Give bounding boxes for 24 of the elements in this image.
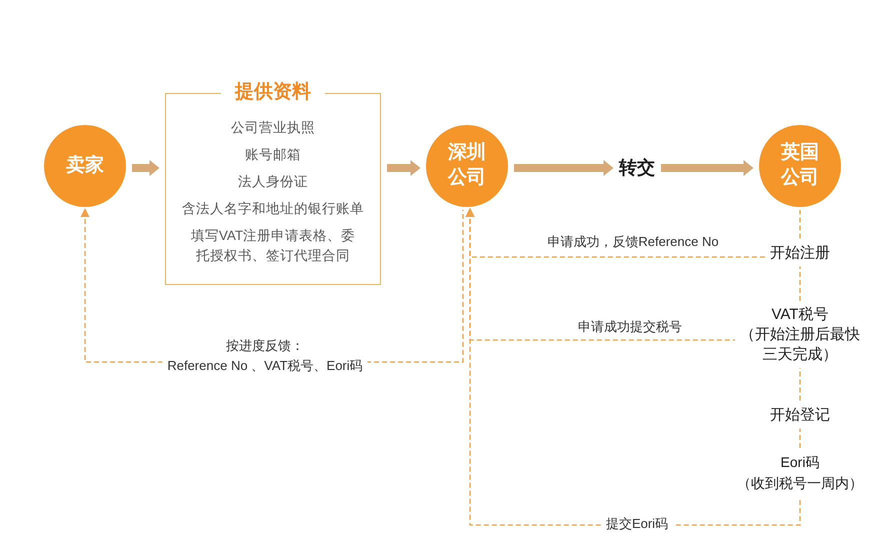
list-item: 法人身份证 <box>238 173 308 191</box>
edge-label: 申请成功，反馈Reference No <box>546 233 720 251</box>
entity-circle: 卖家 <box>44 125 126 207</box>
step-label: 开始登记 <box>770 404 830 426</box>
list-item: 账号邮箱 <box>245 146 301 164</box>
arrow <box>387 160 420 176</box>
entity-circle: 英国公司 <box>759 125 841 207</box>
dashed-line <box>799 266 801 304</box>
arrow <box>661 160 754 176</box>
arrow <box>514 160 614 176</box>
dashed-line <box>799 368 801 404</box>
step-label: VAT税号 （开始注册后最快三天完成） <box>738 305 862 365</box>
dashed-line <box>799 210 801 242</box>
list-item: 含法人名字和地址的银行账单 <box>182 200 364 218</box>
entity-circle: 深圳公司 <box>426 125 508 207</box>
step-label: 开始注册 <box>770 242 830 264</box>
list-item: 填写VAT注册申请表格、委托授权书、签订代理合同 <box>190 227 356 265</box>
step-label: 转交 <box>619 155 655 181</box>
dashed-arrow <box>466 208 801 526</box>
dashed-line <box>799 428 801 451</box>
edge-label: 申请成功提交税号 <box>577 318 683 336</box>
arrow <box>132 160 160 176</box>
step-label: Eori码 （收到税号一周内） <box>737 452 863 494</box>
list-item: 公司营业执照 <box>231 119 315 137</box>
